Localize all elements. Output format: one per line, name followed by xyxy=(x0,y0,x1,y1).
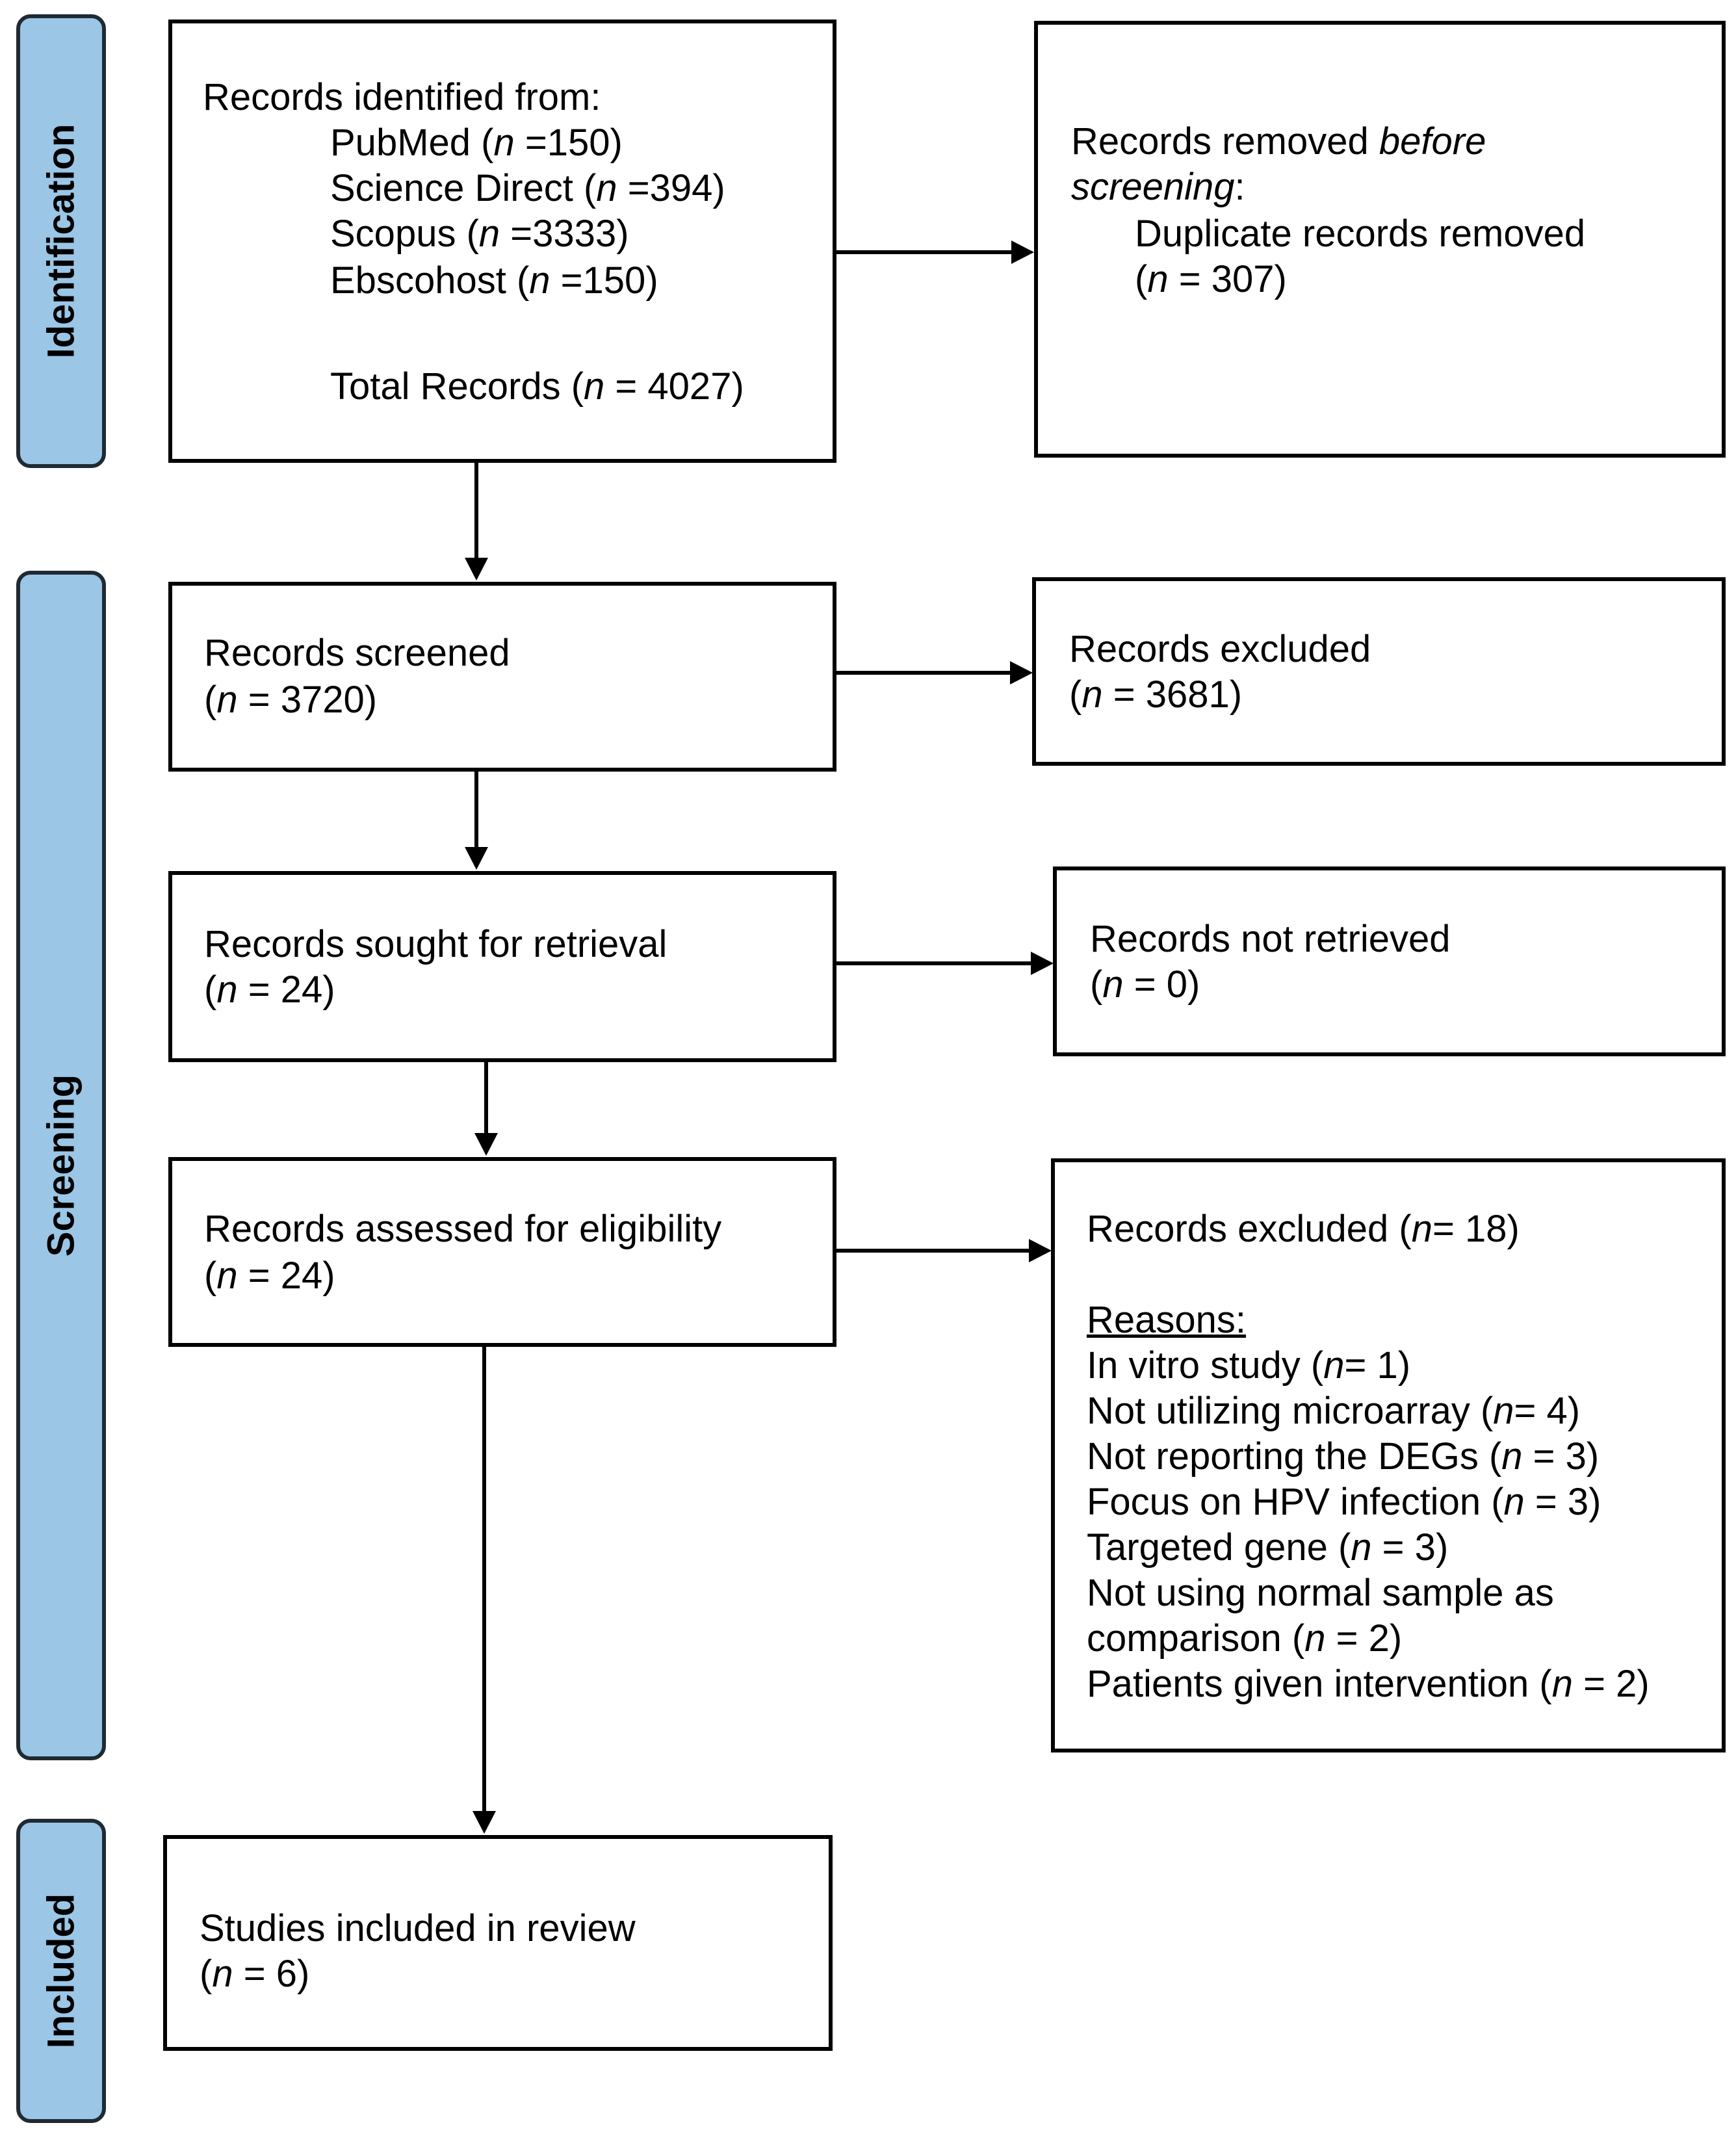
records-assessed-count: (n = 24) xyxy=(204,1255,335,1297)
arrowhead-not-retrieved xyxy=(1031,952,1054,975)
arrowhead-sought xyxy=(465,847,488,870)
excluded-reasons-box xyxy=(1051,1158,1726,1752)
arrowhead-screened xyxy=(465,558,488,580)
reason-hpv: Focus on HPV infection (n = 3) xyxy=(1087,1481,1601,1523)
reasons-heading: Reasons: xyxy=(1087,1299,1247,1341)
studies-included-count: (n = 6) xyxy=(200,1953,310,1995)
records-removed-box xyxy=(1034,21,1726,458)
records-excluded-label: Records excluded xyxy=(1069,628,1371,670)
phase-included: Included xyxy=(16,1819,106,2123)
records-screened-label: Records screened xyxy=(204,632,510,674)
excluded-reasons-title: Records excluded (n= 18) xyxy=(1087,1208,1520,1250)
records-assessed-label: Records assessed for eligibility xyxy=(204,1208,722,1250)
arrowhead-excluded xyxy=(1010,661,1033,684)
source-ebscohost: Ebscohost (n =150) xyxy=(330,259,658,302)
reason-normal-sample: Not using normal sample as xyxy=(1087,1572,1554,1614)
records-removed-line1: Records removed before xyxy=(1071,120,1486,163)
records-sought-count: (n = 24) xyxy=(204,969,335,1011)
records-not-retrieved-box xyxy=(1053,866,1726,1056)
reason-degs: Not reporting the DEGs (n = 3) xyxy=(1087,1435,1600,1478)
records-sought-label: Records sought for retrieval xyxy=(204,923,667,965)
records-assessed-box xyxy=(168,1157,836,1347)
records-not-retrieved-label: Records not retrieved xyxy=(1090,918,1451,960)
duplicates-count: (n = 307) xyxy=(1135,258,1287,300)
arrowhead-removed xyxy=(1011,241,1034,264)
arrowhead-included xyxy=(473,1811,496,1834)
reason-in-vitro: In vitro study (n= 1) xyxy=(1087,1344,1411,1387)
arrowhead-excluded-reasons xyxy=(1029,1239,1052,1262)
studies-included-label: Studies included in review xyxy=(200,1907,636,1949)
records-excluded-count: (n = 3681) xyxy=(1069,673,1243,716)
reason-microarray: Not utilizing microarray (n= 4) xyxy=(1087,1390,1581,1432)
reason-targeted-gene: Targeted gene (n = 3) xyxy=(1087,1526,1449,1569)
records-identified-box xyxy=(168,20,836,463)
reason-intervention: Patients given intervention (n = 2) xyxy=(1087,1663,1650,1705)
phase-screening: Screening xyxy=(16,571,106,1760)
records-not-retrieved-count: (n = 0) xyxy=(1090,963,1200,1006)
records-identified-heading: Records identified from: xyxy=(203,76,601,118)
source-pubmed: PubMed (n =150) xyxy=(330,122,623,164)
records-removed-line2: screening: xyxy=(1071,166,1245,208)
duplicates-removed: Duplicate records removed xyxy=(1135,213,1586,255)
source-science-direct: Science Direct (n =394) xyxy=(330,167,725,209)
records-sought-box xyxy=(168,871,836,1062)
records-screened-count: (n = 3720) xyxy=(204,679,378,721)
phase-identification: Identification xyxy=(16,14,106,468)
records-screened-box xyxy=(168,582,836,772)
studies-included-box xyxy=(163,1835,833,2051)
total-records: Total Records (n = 4027) xyxy=(330,365,744,408)
arrowhead-assessed xyxy=(474,1133,498,1156)
source-scopus: Scopus (n =3333) xyxy=(330,213,629,255)
reason-comparison: comparison (n = 2) xyxy=(1087,1617,1403,1660)
records-excluded-box xyxy=(1032,577,1726,766)
